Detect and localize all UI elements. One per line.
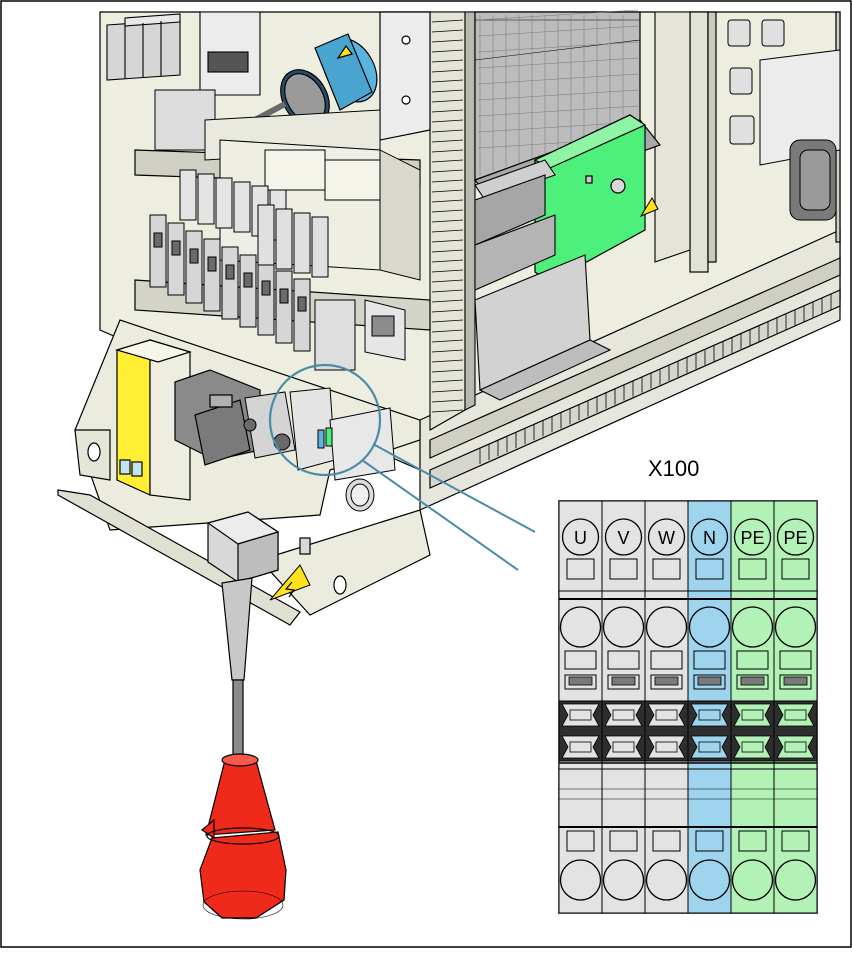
- mounting-plate: [380, 12, 430, 140]
- power-supply-module: [200, 12, 260, 95]
- terminal-label: W: [658, 528, 675, 548]
- wiring-duct-right: [655, 12, 690, 262]
- terminal-label: V: [617, 528, 629, 548]
- terminal-v-1: V: [602, 501, 645, 913]
- terminal-n-3: N: [688, 501, 731, 913]
- terminal-block-x100: U V W N PE PE: [559, 501, 817, 913]
- terminal-u-0: U: [559, 501, 602, 913]
- breaker-unit: [150, 215, 166, 287]
- terminal-pe-5: PE: [774, 501, 817, 913]
- terminal-w-2: W: [645, 501, 688, 913]
- terminal-pe-4: PE: [731, 501, 774, 913]
- breaker-unit: [294, 279, 310, 351]
- breaker-unit: [222, 247, 238, 319]
- breaker-unit: [240, 255, 256, 327]
- terminal-label: N: [703, 528, 716, 548]
- terminal-label: PE: [740, 528, 764, 548]
- breaker-unit: [186, 231, 202, 303]
- breaker-unit: [168, 223, 184, 295]
- breaker-unit: [276, 271, 292, 343]
- breaker-unit: [204, 239, 220, 311]
- breaker-unit: [258, 263, 274, 335]
- terminal-block-title: X100: [648, 456, 699, 481]
- cable-gland: [346, 479, 374, 511]
- terminal-label: PE: [783, 528, 807, 548]
- terminal-label: U: [574, 528, 587, 548]
- terminal-module-top-left: [107, 14, 180, 80]
